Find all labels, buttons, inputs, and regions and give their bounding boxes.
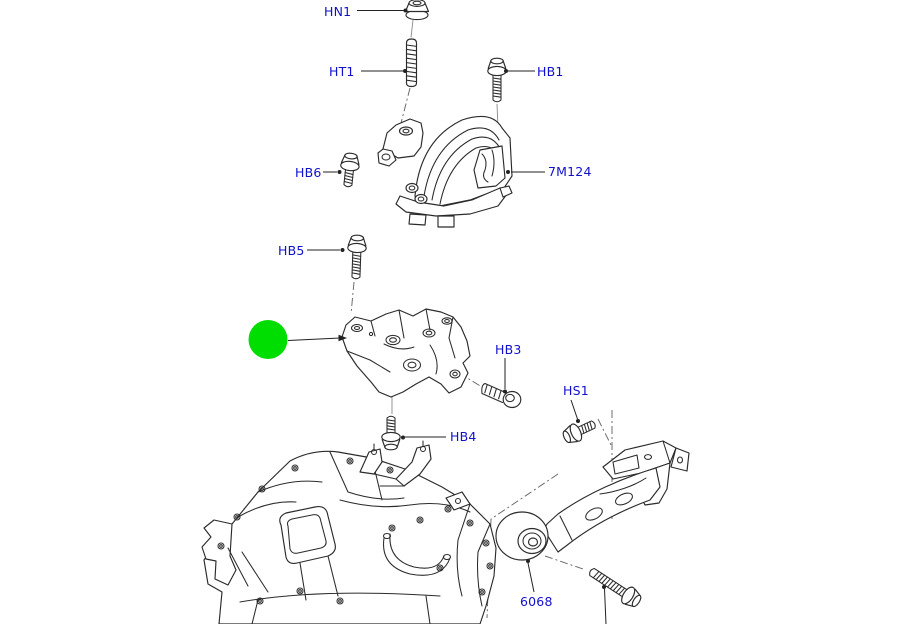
callout-6068[interactable]: 6068 xyxy=(520,594,553,609)
bolt-hb5 xyxy=(346,234,368,280)
threaded-stud-ht1 xyxy=(405,38,418,88)
bolt-hb1 xyxy=(487,57,507,103)
callout-hb6[interactable]: HB6 xyxy=(295,165,322,180)
leader-lines xyxy=(287,8,607,624)
callout-hb4[interactable]: HB4 xyxy=(450,429,477,444)
engine-mount-7m124-drawing xyxy=(377,115,513,228)
flange-nut-hn1 xyxy=(404,0,430,21)
callout-7m124[interactable]: 7M124 xyxy=(548,164,592,179)
callout-hb5[interactable]: HB5 xyxy=(278,243,305,258)
bolt-hb6 xyxy=(338,151,361,189)
callout-hs1[interactable]: HS1 xyxy=(563,383,589,398)
callout-hb1[interactable]: HB1 xyxy=(537,64,564,79)
roll-restrictor-arm-drawing xyxy=(495,467,661,561)
callout-hb3[interactable]: HB3 xyxy=(495,342,522,357)
callout-hn1[interactable]: HN1 xyxy=(324,4,352,19)
bolt-bosses xyxy=(217,457,494,605)
callout-ht1[interactable]: HT1 xyxy=(329,64,355,79)
transmission-housing-drawing xyxy=(201,440,497,624)
bushing xyxy=(495,511,549,561)
bolt-roll-restrictor xyxy=(584,562,645,611)
bolt-hb4 xyxy=(381,415,401,451)
highlight-marker[interactable] xyxy=(248,320,288,359)
engine-mount-bracket-drawing xyxy=(341,308,471,398)
bolt-hb3 xyxy=(481,382,522,409)
